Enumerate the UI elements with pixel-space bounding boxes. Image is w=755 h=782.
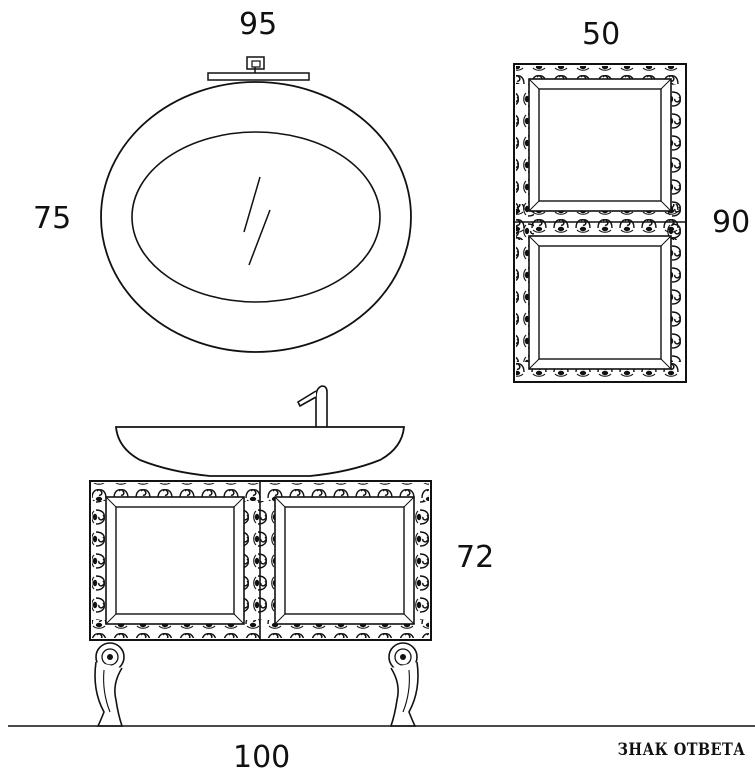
vanity-width-label: 100 bbox=[233, 740, 291, 775]
washbasin bbox=[115, 426, 405, 477]
faucet bbox=[296, 385, 328, 429]
vanity-height-label: 72 bbox=[456, 540, 495, 575]
oval-mirror bbox=[100, 56, 412, 353]
glass-reflection bbox=[243, 176, 261, 233]
right-leg bbox=[388, 642, 419, 727]
cabinet-width-label: 50 bbox=[582, 17, 621, 52]
vanity-unit bbox=[89, 385, 432, 727]
wall-cabinet bbox=[513, 63, 687, 383]
mirror-width-label: 95 bbox=[239, 7, 278, 42]
mirror-lamp bbox=[207, 56, 310, 81]
mirror-height-label: 75 bbox=[33, 201, 72, 236]
left-leg bbox=[94, 642, 125, 727]
watermark-text: ЗНАК ОТВЕТА bbox=[617, 740, 745, 760]
cabinet-height-label: 90 bbox=[712, 205, 751, 240]
